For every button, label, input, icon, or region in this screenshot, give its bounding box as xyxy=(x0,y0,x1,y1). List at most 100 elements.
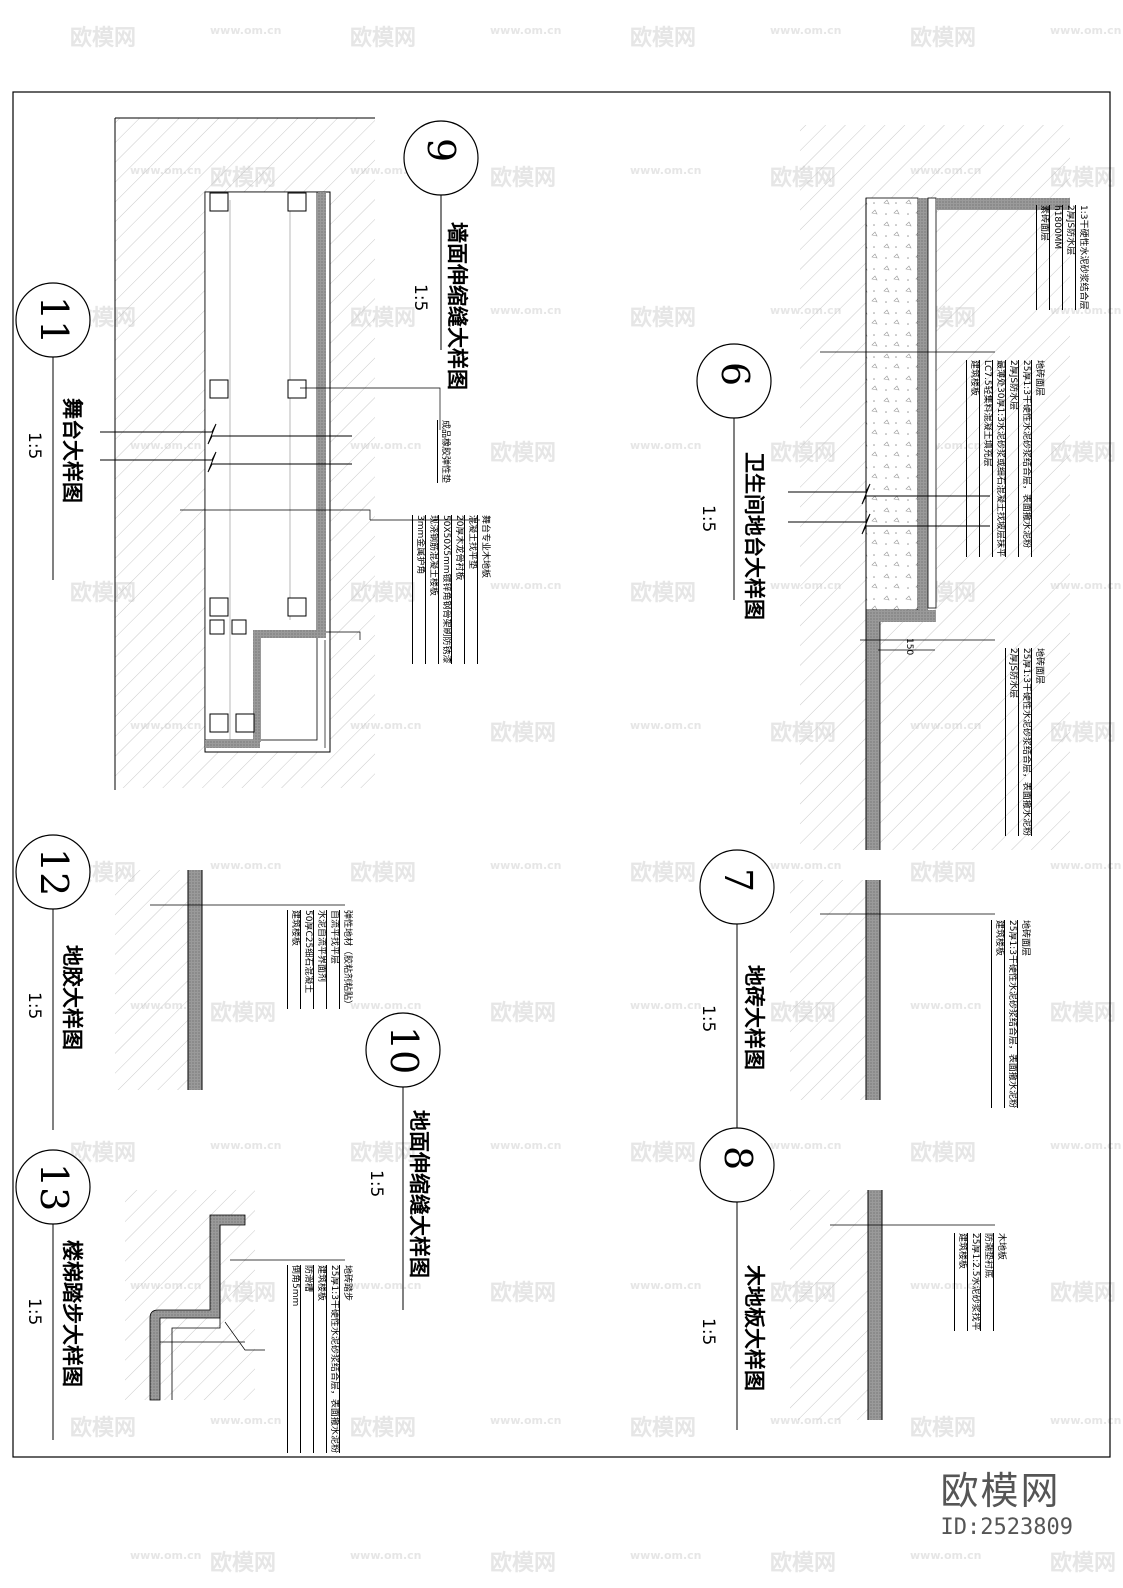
note-line: 现浇钢筋混凝土楼板 xyxy=(425,515,438,664)
watermark-url: www.om.cn xyxy=(770,1139,842,1152)
watermark-url: www.om.cn xyxy=(210,24,282,37)
note-line: 25厚1:2.5水泥砂浆找平 xyxy=(967,1233,980,1331)
watermark-url: www.om.cn xyxy=(210,1139,282,1152)
watermark-url: www.om.cn xyxy=(770,859,842,872)
watermark-logo: 欧模网 xyxy=(770,1551,837,1576)
watermark-logo: 欧模网 xyxy=(490,1001,557,1026)
note-line: 2厚JS防水层 xyxy=(1062,205,1075,310)
watermark-url: www.om.cn xyxy=(1050,859,1122,872)
note-line: 2厚JS防水层 xyxy=(1005,360,1018,557)
watermark-url: www.om.cn xyxy=(910,1279,982,1292)
detail-number-9: 9 xyxy=(419,138,463,163)
detail-title-13: 楼梯踏步大样图 xyxy=(60,1240,84,1387)
note-line: 25厚1:3干硬性水泥砂浆结合层，表面撒水泥粉 xyxy=(1018,648,1031,836)
watermark-url: www.om.cn xyxy=(1050,1139,1122,1152)
detail-9-11-drawing xyxy=(15,117,480,790)
watermark-logo: 欧模网 xyxy=(630,1416,697,1441)
detail-number-7: 7 xyxy=(716,868,760,893)
note-line: 舞台专业木地板 xyxy=(477,515,490,664)
watermark-logo: 欧模网 xyxy=(490,721,557,746)
note-line: 25厚1:3干硬性水泥砂浆结合层，表面撒水泥粉 xyxy=(1018,360,1031,557)
watermark-logo: 欧模网 xyxy=(70,26,137,51)
watermark-url: www.om.cn xyxy=(490,304,562,317)
watermark-url: www.om.cn xyxy=(350,1279,422,1292)
note-line: 木地板 xyxy=(993,1233,1006,1331)
watermark-url: www.om.cn xyxy=(350,999,422,1012)
watermark-url: www.om.cn xyxy=(350,1549,422,1562)
detail-number-8: 8 xyxy=(716,1146,760,1171)
detail-title-9: 墙面伸缩缝大样图 xyxy=(445,222,469,390)
watermark-url: www.om.cn xyxy=(490,1414,562,1427)
watermark-url: www.om.cn xyxy=(770,24,842,37)
detail-number-12: 12 xyxy=(32,848,76,897)
watermark-logo: 欧模网 xyxy=(70,1141,137,1166)
note-line: 弹性地材（胶粘剂粘贴） xyxy=(339,910,352,1010)
note-line: 倒角5mm xyxy=(287,1265,300,1453)
watermark-logo: 欧模网 xyxy=(910,1141,977,1166)
note-line: 建筑楼板 xyxy=(966,360,979,557)
detail-title-6: 卫生间地台大样图 xyxy=(742,452,766,620)
notes-d9: 成品橡胶弹性垫 xyxy=(437,420,450,484)
note-line: 防滑槽 xyxy=(300,1265,313,1453)
watermark-url: www.om.cn xyxy=(910,1549,982,1562)
detail-scale-6: 1:5 xyxy=(698,505,718,533)
watermark-logo: 欧模网 xyxy=(1050,1551,1117,1576)
note-line: 建筑楼板 xyxy=(954,1233,967,1331)
detail-number-6: 6 xyxy=(713,362,757,387)
watermark-url: www.om.cn xyxy=(490,859,562,872)
watermark-logo: 欧模网 xyxy=(630,306,697,331)
watermark-logo: 欧模网 xyxy=(350,1141,417,1166)
watermark-logo: 欧模网 xyxy=(630,26,697,51)
detail-scale-11: 1:5 xyxy=(24,432,44,460)
brand-name: 欧模网 xyxy=(940,1469,1061,1513)
detail-8-drawing xyxy=(699,1127,995,1430)
watermark-url: www.om.cn xyxy=(630,999,702,1012)
watermark-logo: 欧模网 xyxy=(910,861,977,886)
detail-scale-8: 1:5 xyxy=(698,1318,718,1346)
detail-13-drawing xyxy=(15,1149,345,1440)
watermark-logo: 欧模网 xyxy=(70,1416,137,1441)
note-line: LC7.5轻集料混凝土填充层 xyxy=(979,360,992,557)
watermark-logo: 欧模网 xyxy=(630,1141,697,1166)
detail-scale-13: 1:5 xyxy=(24,1298,44,1326)
detail-scale-10: 1:5 xyxy=(366,1170,386,1198)
detail-7-drawing xyxy=(699,849,995,1150)
detail-scale-12: 1:5 xyxy=(24,992,44,1020)
detail-scale-7: 1:5 xyxy=(698,1005,718,1033)
watermark-url: www.om.cn xyxy=(630,1279,702,1292)
note-line: 1:3干硬性水泥砂浆结合层 xyxy=(1075,205,1088,310)
watermark-url: www.om.cn xyxy=(1050,1414,1122,1427)
detail-scale-9: 1:5 xyxy=(410,284,430,312)
note-line: 50X50X5mm镀锌角钢骨架刷防锈漆 xyxy=(438,515,451,664)
note-line: 素砖面层 xyxy=(1036,205,1049,310)
watermark-url: www.om.cn xyxy=(210,1414,282,1427)
watermark-url: www.om.cn xyxy=(490,1139,562,1152)
detail-title-10: 地面伸缩缝大样图 xyxy=(407,1110,431,1278)
watermark-url: www.om.cn xyxy=(630,164,702,177)
watermark-url: www.om.cn xyxy=(630,439,702,452)
note-line: 最薄处30厚1:3水泥砂浆或细石混凝土找坡层抹平 xyxy=(992,360,1005,557)
watermark-logo: 欧模网 xyxy=(910,1416,977,1441)
watermark-url: www.om.cn xyxy=(1050,24,1122,37)
watermark-logo: 欧模网 xyxy=(910,26,977,51)
note-line: 防潮垫衬底 xyxy=(980,1233,993,1331)
note-line: 20厚木龙骨衬板 xyxy=(451,515,464,664)
watermark-url: www.om.cn xyxy=(630,719,702,732)
detail-number-13: 13 xyxy=(32,1163,76,1212)
note-line: 建筑楼板 xyxy=(313,1265,326,1453)
brand-stamp: 欧模网 ID:2523809 xyxy=(941,1460,1073,1540)
watermark-url: www.om.cn xyxy=(490,579,562,592)
watermark-url: www.om.cn xyxy=(910,999,982,1012)
dimension-150: 150 xyxy=(904,638,914,656)
brand-id: ID:2523809 xyxy=(940,1515,1073,1540)
note-line: 3mm金属护角 xyxy=(412,515,425,664)
detail-title-7: 地砖大样图 xyxy=(742,965,766,1070)
watermark-logo: 欧模网 xyxy=(350,861,417,886)
watermark-logo: 欧模网 xyxy=(490,1281,557,1306)
watermark-logo: 欧模网 xyxy=(350,26,417,51)
